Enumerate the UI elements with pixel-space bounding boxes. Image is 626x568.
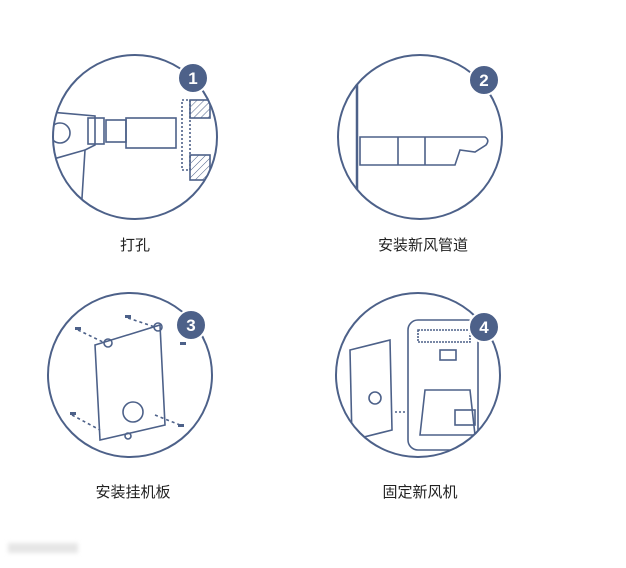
step-4-fix-unit-illustration [335, 292, 501, 458]
step-3-label: 安装挂机板 [95, 483, 171, 501]
step-3-badge: 3 [175, 309, 207, 341]
step-1-badge: 1 [177, 62, 209, 94]
step-3-mounting-plate-illustration [47, 292, 213, 458]
step-4-label: 固定新风机 [382, 483, 458, 501]
step-2-label: 安装新风管道 [377, 236, 469, 254]
step-1-number: 1 [188, 69, 197, 88]
step-2-duct-illustration [337, 54, 503, 220]
step-1-label: 打孔 [119, 236, 151, 254]
watermark [8, 543, 78, 553]
step-3-number: 3 [186, 316, 195, 335]
step-1-drill-illustration [52, 54, 218, 220]
step-2-number: 2 [479, 71, 488, 90]
step-2-badge: 2 [468, 64, 500, 96]
step-4-badge: 4 [468, 311, 500, 343]
step-4-number: 4 [479, 318, 489, 337]
